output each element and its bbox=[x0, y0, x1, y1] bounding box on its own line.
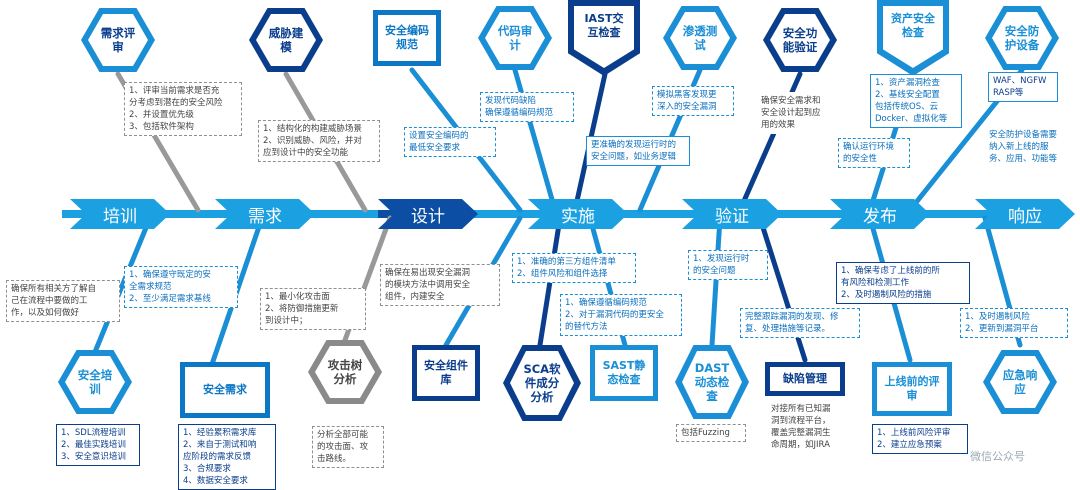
stage-implementation: 实施 bbox=[528, 199, 628, 229]
note-design: 确保在易出现安全漏洞的模块方法中调用安全组件，内建安全 bbox=[380, 264, 500, 306]
stage-response: 响应 bbox=[975, 199, 1075, 229]
activity-threat-modeling: 威胁建模 bbox=[249, 8, 323, 72]
watermark: 微信公众号 bbox=[970, 450, 1025, 463]
activity-defect-mgmt: 缺陷管理 bbox=[765, 362, 845, 396]
stage-training: 培训 bbox=[70, 199, 170, 229]
activity-prelaunch-review: 上线前的评审 bbox=[872, 362, 952, 416]
note-code-audit: 发现代码缺陷确保遵循编码规范 bbox=[480, 92, 574, 122]
activity-secure-coding: 安全编码规范 bbox=[373, 10, 441, 66]
list-fuzzing: 包括Fuzzing bbox=[676, 424, 746, 442]
activity-security-component-lib: 安全组件库 bbox=[412, 345, 480, 401]
note-secure-coding: 设置安全编码的最低安全要求 bbox=[404, 127, 496, 157]
note-security-function-verify: 确保安全需求和安全设计起到应用的效果 bbox=[756, 92, 832, 134]
activity-attack-tree: 攻击树分析 bbox=[308, 340, 382, 404]
note-asset-runtime: 确认运行环境的安全性 bbox=[838, 138, 910, 168]
note-devices-scope: 安全防护设备需要纳入新上线的服务、应用、功能等 bbox=[989, 130, 1058, 164]
activity-security-requirements: 安全需求 bbox=[180, 362, 270, 418]
activity-asset-check: 资产安全检查 bbox=[877, 0, 949, 76]
note-iast: 更准确的发现运行时的安全问题，如业务逻辑 bbox=[586, 136, 690, 166]
note-training: 确保所有相关方了解自己在流程中要做的工作，以及如何做好 bbox=[6, 280, 120, 322]
note-dast: 1、发现运行时的安全问题 bbox=[688, 250, 768, 280]
list-defect: 对接所有已知漏洞到流程平台，覆盖完整漏洞生命周期，如JIRA bbox=[766, 400, 850, 454]
stage-requirements: 需求 bbox=[215, 199, 315, 229]
activity-sast: SAST静态检查 bbox=[590, 345, 658, 401]
stage-design: 设计 bbox=[378, 199, 478, 229]
note-defect: 完整跟踪漏洞的发现、修复、处理措施等记录。 bbox=[740, 308, 860, 338]
note-pentest: 模拟黑客发现更深入的安全漏洞 bbox=[652, 86, 734, 116]
activity-requirement-review: 需求评审 bbox=[81, 8, 155, 72]
stage-verification: 验证 bbox=[682, 199, 782, 229]
list-attack-tree: 分析全部可能的攻击面、攻击路线。 bbox=[312, 426, 384, 468]
stage-release: 发布 bbox=[830, 199, 930, 229]
